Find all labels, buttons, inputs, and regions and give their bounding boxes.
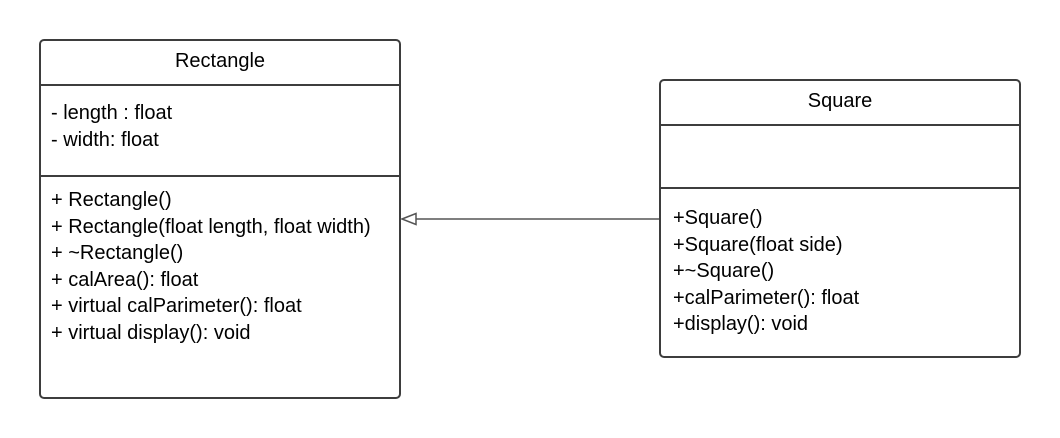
operation-rectangle-param-constructor: + Rectangle(float length, float width)	[51, 215, 371, 238]
attributes-square	[661, 126, 1019, 189]
attribute-width: - width: float	[51, 128, 159, 151]
operation-rectangle-destructor: + ~Rectangle()	[51, 242, 184, 264]
operations-square: +Square() +Square(float side) +~Square()…	[661, 189, 1019, 338]
operation-cal-area: + calArea(): float	[51, 268, 199, 291]
class-name-rectangle: Rectangle	[41, 41, 399, 86]
operation-square-param-constructor: +Square(float side)	[673, 233, 843, 256]
operation-square-display: +display(): void	[673, 313, 809, 335]
operation-rectangle-constructor: + Rectangle()	[51, 189, 172, 211]
attribute-length: - length : float	[51, 102, 173, 124]
operation-cal-parimeter: + virtual calParimeter(): float	[51, 295, 302, 317]
operation-square-destructor: +~Square()	[673, 260, 775, 282]
operation-square-constructor: +Square()	[673, 207, 763, 229]
operation-display: + virtual display(): void	[51, 321, 251, 344]
class-rectangle[interactable]: Rectangle - length : float - width: floa…	[39, 39, 401, 399]
class-name-square: Square	[661, 81, 1019, 126]
class-square[interactable]: Square +Square() +Square(float side) +~S…	[659, 79, 1021, 358]
operation-square-cal-parimeter: +calParimeter(): float	[673, 286, 860, 309]
inheritance-arrowhead-icon	[399, 212, 417, 226]
attributes-rectangle: - length : float - width: float	[41, 86, 399, 177]
operations-rectangle: + Rectangle() + Rectangle(float length, …	[41, 177, 399, 346]
